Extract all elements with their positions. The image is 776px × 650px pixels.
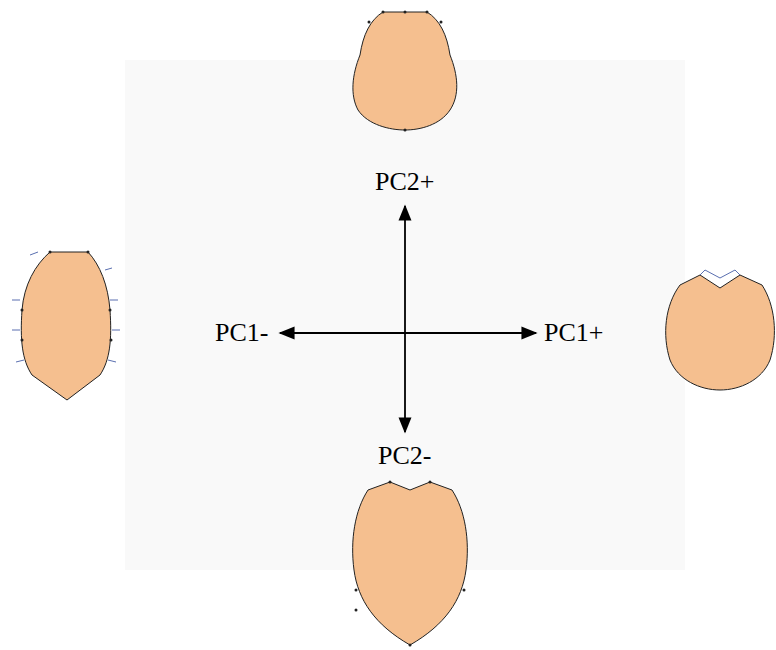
shape-pc1-minus [21,252,110,400]
pc1-axis [280,332,536,334]
pc2-axis [404,206,406,432]
shape-pc2-minus [353,482,468,645]
deformation-vectors [700,270,740,278]
shape-pc1-plus [666,275,775,390]
axis-label: PC1+ [544,318,603,348]
axis-label: PC2+ [375,167,434,197]
axis-label: PC1- [215,318,268,348]
shape-pc2-plus [353,12,457,130]
landmarks [21,251,113,342]
axis-label: PC2- [378,441,431,471]
landmarks [355,481,466,647]
landmarks [368,11,443,132]
